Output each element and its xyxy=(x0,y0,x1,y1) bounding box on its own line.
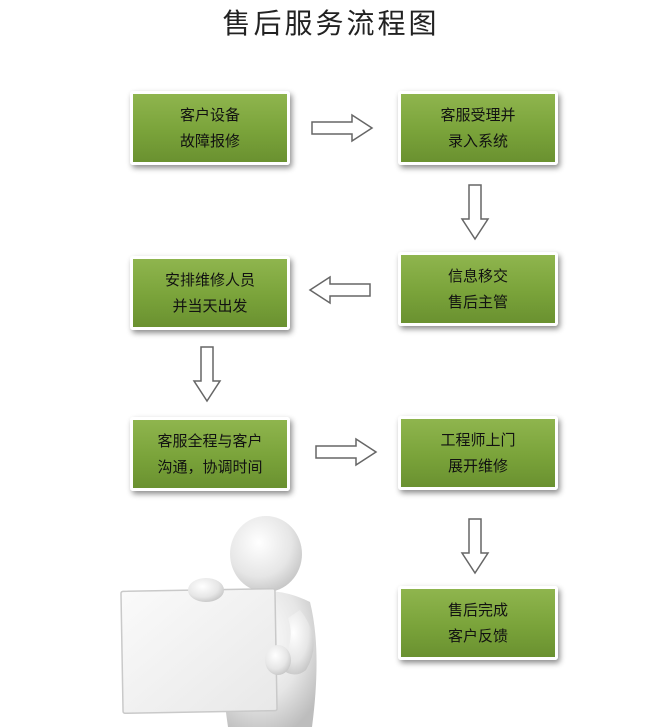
step-line: 客服受理并 xyxy=(440,106,516,124)
step-completion-feedback: 售后完成 客户反馈 xyxy=(398,586,558,660)
arrow-down-icon xyxy=(460,518,490,575)
step-customer-report: 客户设备 故障报修 xyxy=(130,91,290,165)
step-line: 故障报修 xyxy=(179,132,240,150)
step-line: 售后完成 xyxy=(447,601,508,619)
step-line: 客户反馈 xyxy=(447,627,508,645)
step-onsite-repair: 工程师上门 展开维修 xyxy=(398,416,558,490)
step-line: 展开维修 xyxy=(447,457,508,475)
step-line: 并当天出发 xyxy=(172,297,248,315)
step-line: 安排维修人员 xyxy=(164,271,255,289)
step-line: 工程师上门 xyxy=(440,431,516,449)
step-line: 客户设备 xyxy=(179,106,240,124)
step-line: 售后主管 xyxy=(447,293,508,311)
step-line: 沟通，协调时间 xyxy=(157,458,263,476)
arrow-down-icon xyxy=(460,184,490,241)
step-line: 信息移交 xyxy=(447,267,508,285)
page-title: 售后服务流程图 xyxy=(222,7,440,40)
step-dispatch-technician: 安排维修人员 并当天出发 xyxy=(130,256,290,330)
arrow-right-icon xyxy=(311,113,374,143)
step-line: 录入系统 xyxy=(447,132,508,150)
step-service-record: 客服受理并 录入系统 xyxy=(398,91,558,165)
step-transfer-supervisor: 信息移交 售后主管 xyxy=(398,252,558,326)
step-line: 客服全程与客户 xyxy=(157,432,263,450)
step-customer-communication: 客服全程与客户 沟通，协调时间 xyxy=(130,417,290,491)
arrow-right-icon xyxy=(315,437,378,467)
arrow-down-icon xyxy=(192,346,222,403)
person-holding-board-icon xyxy=(120,516,317,727)
arrow-left-icon xyxy=(308,275,371,305)
